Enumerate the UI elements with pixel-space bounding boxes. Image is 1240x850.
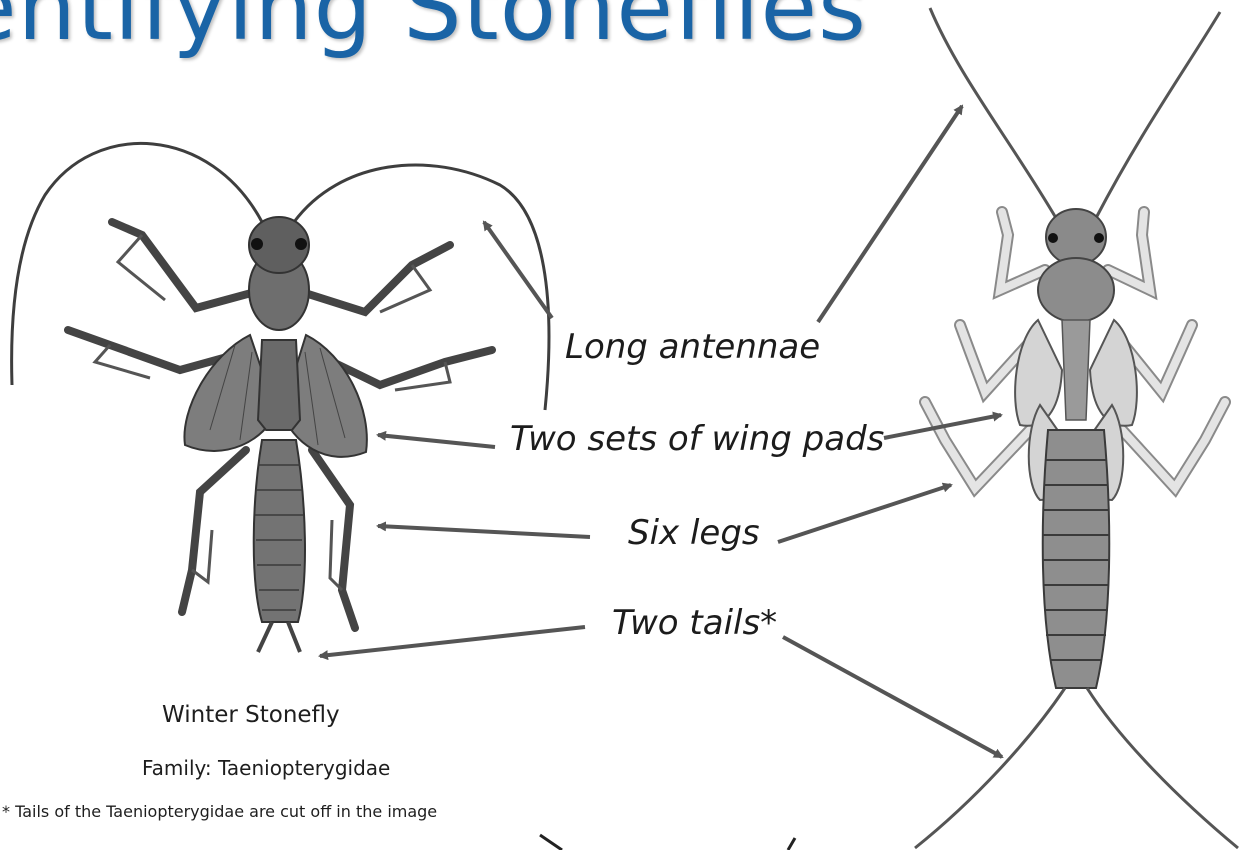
- fragment-mark: [788, 838, 795, 850]
- stonefly-nymph-illustration: [915, 8, 1238, 848]
- footnote: * Tails of the Taeniopterygidae are cut …: [2, 802, 437, 821]
- tails-arrow-right: [783, 637, 1002, 757]
- antennae-arrow-right: [818, 106, 962, 322]
- label-two-tails: Two tails*: [612, 603, 777, 643]
- antennae-arrow-left: [484, 222, 552, 318]
- legs-arrow-right: [778, 485, 951, 542]
- fragment-mark: [540, 835, 562, 850]
- winter-stonefly-illustration: [12, 143, 549, 652]
- label-six-legs: Six legs: [628, 513, 760, 553]
- wing-pads-arrow-left: [378, 435, 495, 447]
- label-wing-pads: Two sets of wing pads: [510, 419, 884, 459]
- tails-arrow-left: [320, 627, 585, 656]
- legs-arrow-left: [378, 526, 590, 537]
- specimen-name: Winter Stonefly: [162, 702, 340, 728]
- label-long-antennae: Long antennae: [565, 327, 820, 367]
- family-caption: Family: Taeniopterygidae: [142, 756, 390, 780]
